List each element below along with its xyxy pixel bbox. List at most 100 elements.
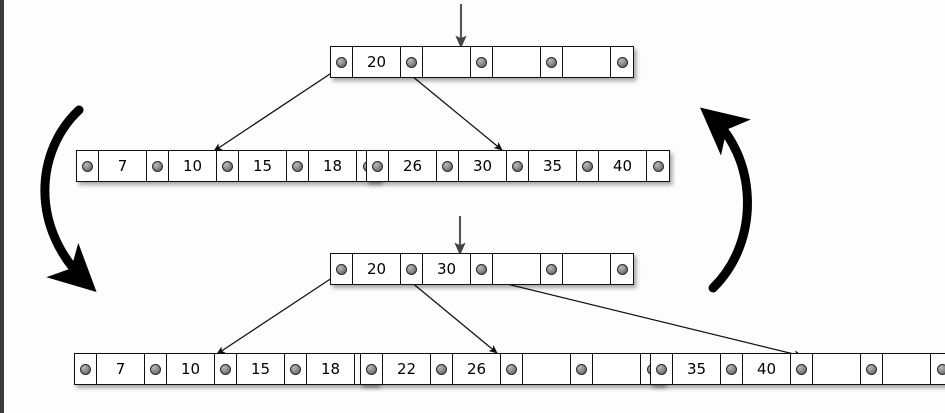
node-pointer-cell [215, 354, 237, 384]
node-key-label: 7 [115, 359, 126, 378]
node-key-label: 20 [366, 52, 387, 71]
pointer-dot-icon [546, 56, 557, 68]
pointer-dot-icon [372, 160, 383, 172]
node-key-cell [493, 254, 541, 284]
pointer-dot-icon [512, 160, 523, 172]
top-root-node: 20 [330, 46, 634, 78]
bottom-leaf-middle-node: 22 26 [360, 353, 664, 385]
node-key-cell [423, 47, 471, 77]
top-leaf-right-node: 26 30 35 40 [366, 150, 670, 182]
node-key-cell: 7 [99, 151, 147, 181]
node-pointer-cell [651, 354, 673, 384]
bottom-leaf-right-node: 35 40 [650, 353, 945, 385]
pointer-dot-icon [442, 160, 453, 172]
node-key-label: 15 [250, 359, 271, 378]
node-pointer-cell [541, 47, 563, 77]
pointer-dot-icon [576, 363, 587, 375]
top-root-to-left-leaf-arrow [213, 65, 343, 152]
node-key-cell: 30 [459, 151, 507, 181]
node-key-label: 26 [402, 156, 423, 175]
node-pointer-cell [147, 151, 169, 181]
bottom-leaf-left-node: 7 10 15 18 [74, 353, 378, 385]
node-key-cell [593, 354, 641, 384]
node-key-cell: 26 [453, 354, 501, 384]
top-leaf-left-node: 7 10 15 18 [76, 150, 380, 182]
pointer-dot-icon [336, 263, 347, 275]
node-key-label: 7 [117, 156, 128, 175]
node-key-cell: 20 [353, 254, 401, 284]
node-key-cell: 40 [599, 151, 647, 181]
node-key-cell: 26 [389, 151, 437, 181]
node-key-cell: 35 [529, 151, 577, 181]
bottom-root-node: 20 30 [330, 253, 634, 285]
pointer-dot-icon [336, 56, 347, 68]
node-pointer-cell [611, 47, 633, 77]
pointer-dot-icon [150, 363, 161, 375]
node-key-label: 35 [686, 359, 707, 378]
node-pointer-cell [501, 354, 523, 384]
pointer-dot-icon [220, 363, 231, 375]
node-pointer-cell [791, 354, 813, 384]
node-key-cell: 10 [169, 151, 217, 181]
node-key-label: 22 [396, 359, 417, 378]
node-key-cell: 18 [307, 354, 355, 384]
node-pointer-cell [471, 254, 493, 284]
top-root-to-right-leaf-arrow [400, 66, 503, 151]
right-flow-curved-arrow [700, 107, 752, 293]
pointer-dot-icon [476, 56, 487, 68]
pointer-dot-icon [506, 363, 517, 375]
node-key-cell [563, 254, 611, 284]
node-key-label: 15 [252, 156, 273, 175]
pointer-dot-icon [796, 363, 807, 375]
node-pointer-cell [367, 151, 389, 181]
node-pointer-cell [931, 354, 945, 384]
node-key-cell [523, 354, 571, 384]
node-key-cell [493, 47, 541, 77]
pointer-dot-icon [656, 363, 667, 375]
node-pointer-cell [431, 354, 453, 384]
node-key-label: 18 [320, 359, 341, 378]
pointer-dot-icon [406, 56, 417, 68]
pointer-dot-icon [82, 160, 93, 172]
node-key-cell: 18 [309, 151, 357, 181]
node-key-cell [883, 354, 931, 384]
node-pointer-cell [541, 254, 563, 284]
node-key-label: 10 [180, 359, 201, 378]
pointer-dot-icon [292, 160, 303, 172]
pointer-dot-icon [290, 363, 301, 375]
node-pointer-cell [507, 151, 529, 181]
node-key-cell: 15 [237, 354, 285, 384]
node-key-cell: 20 [353, 47, 401, 77]
pointer-dot-icon [726, 363, 737, 375]
node-pointer-cell [571, 354, 593, 384]
node-key-cell: 40 [743, 354, 791, 384]
node-key-label: 40 [612, 156, 633, 175]
pointer-dot-icon [80, 363, 91, 375]
node-pointer-cell [437, 151, 459, 181]
node-pointer-cell [721, 354, 743, 384]
node-key-cell: 10 [167, 354, 215, 384]
node-key-cell: 15 [239, 151, 287, 181]
node-pointer-cell [401, 254, 423, 284]
node-pointer-cell [647, 151, 669, 181]
node-key-label: 10 [182, 156, 203, 175]
pointer-dot-icon [152, 160, 163, 172]
node-key-cell [813, 354, 861, 384]
node-key-label: 18 [322, 156, 343, 175]
node-key-cell [563, 47, 611, 77]
pointer-dot-icon [936, 363, 945, 375]
node-pointer-cell [611, 254, 633, 284]
node-pointer-cell [217, 151, 239, 181]
left-page-edge [0, 0, 4, 413]
node-pointer-cell [471, 47, 493, 77]
pointer-dot-icon [546, 263, 557, 275]
pointer-dot-icon [436, 363, 447, 375]
node-pointer-cell [331, 47, 353, 77]
node-pointer-cell [75, 354, 97, 384]
node-key-cell: 35 [673, 354, 721, 384]
node-key-cell: 7 [97, 354, 145, 384]
node-key-label: 20 [366, 259, 387, 278]
pointer-dot-icon [582, 160, 593, 172]
pointer-dot-icon [476, 263, 487, 275]
